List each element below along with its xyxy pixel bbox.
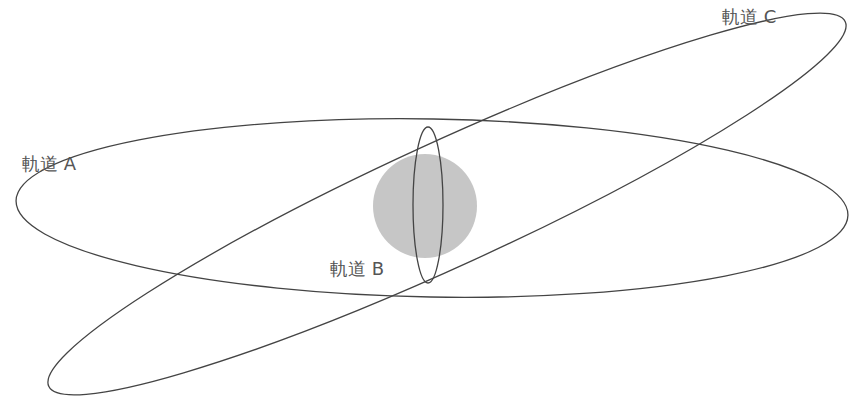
orbit-label: 軌道 C: [722, 6, 776, 28]
orbit-label: 軌道 A: [22, 153, 76, 175]
planet: [373, 154, 477, 258]
orbit-a: [15, 112, 849, 304]
orbit-b: [413, 127, 443, 283]
orbit-c: [23, 0, 849, 408]
orbit-label: 軌道 B: [330, 258, 384, 280]
